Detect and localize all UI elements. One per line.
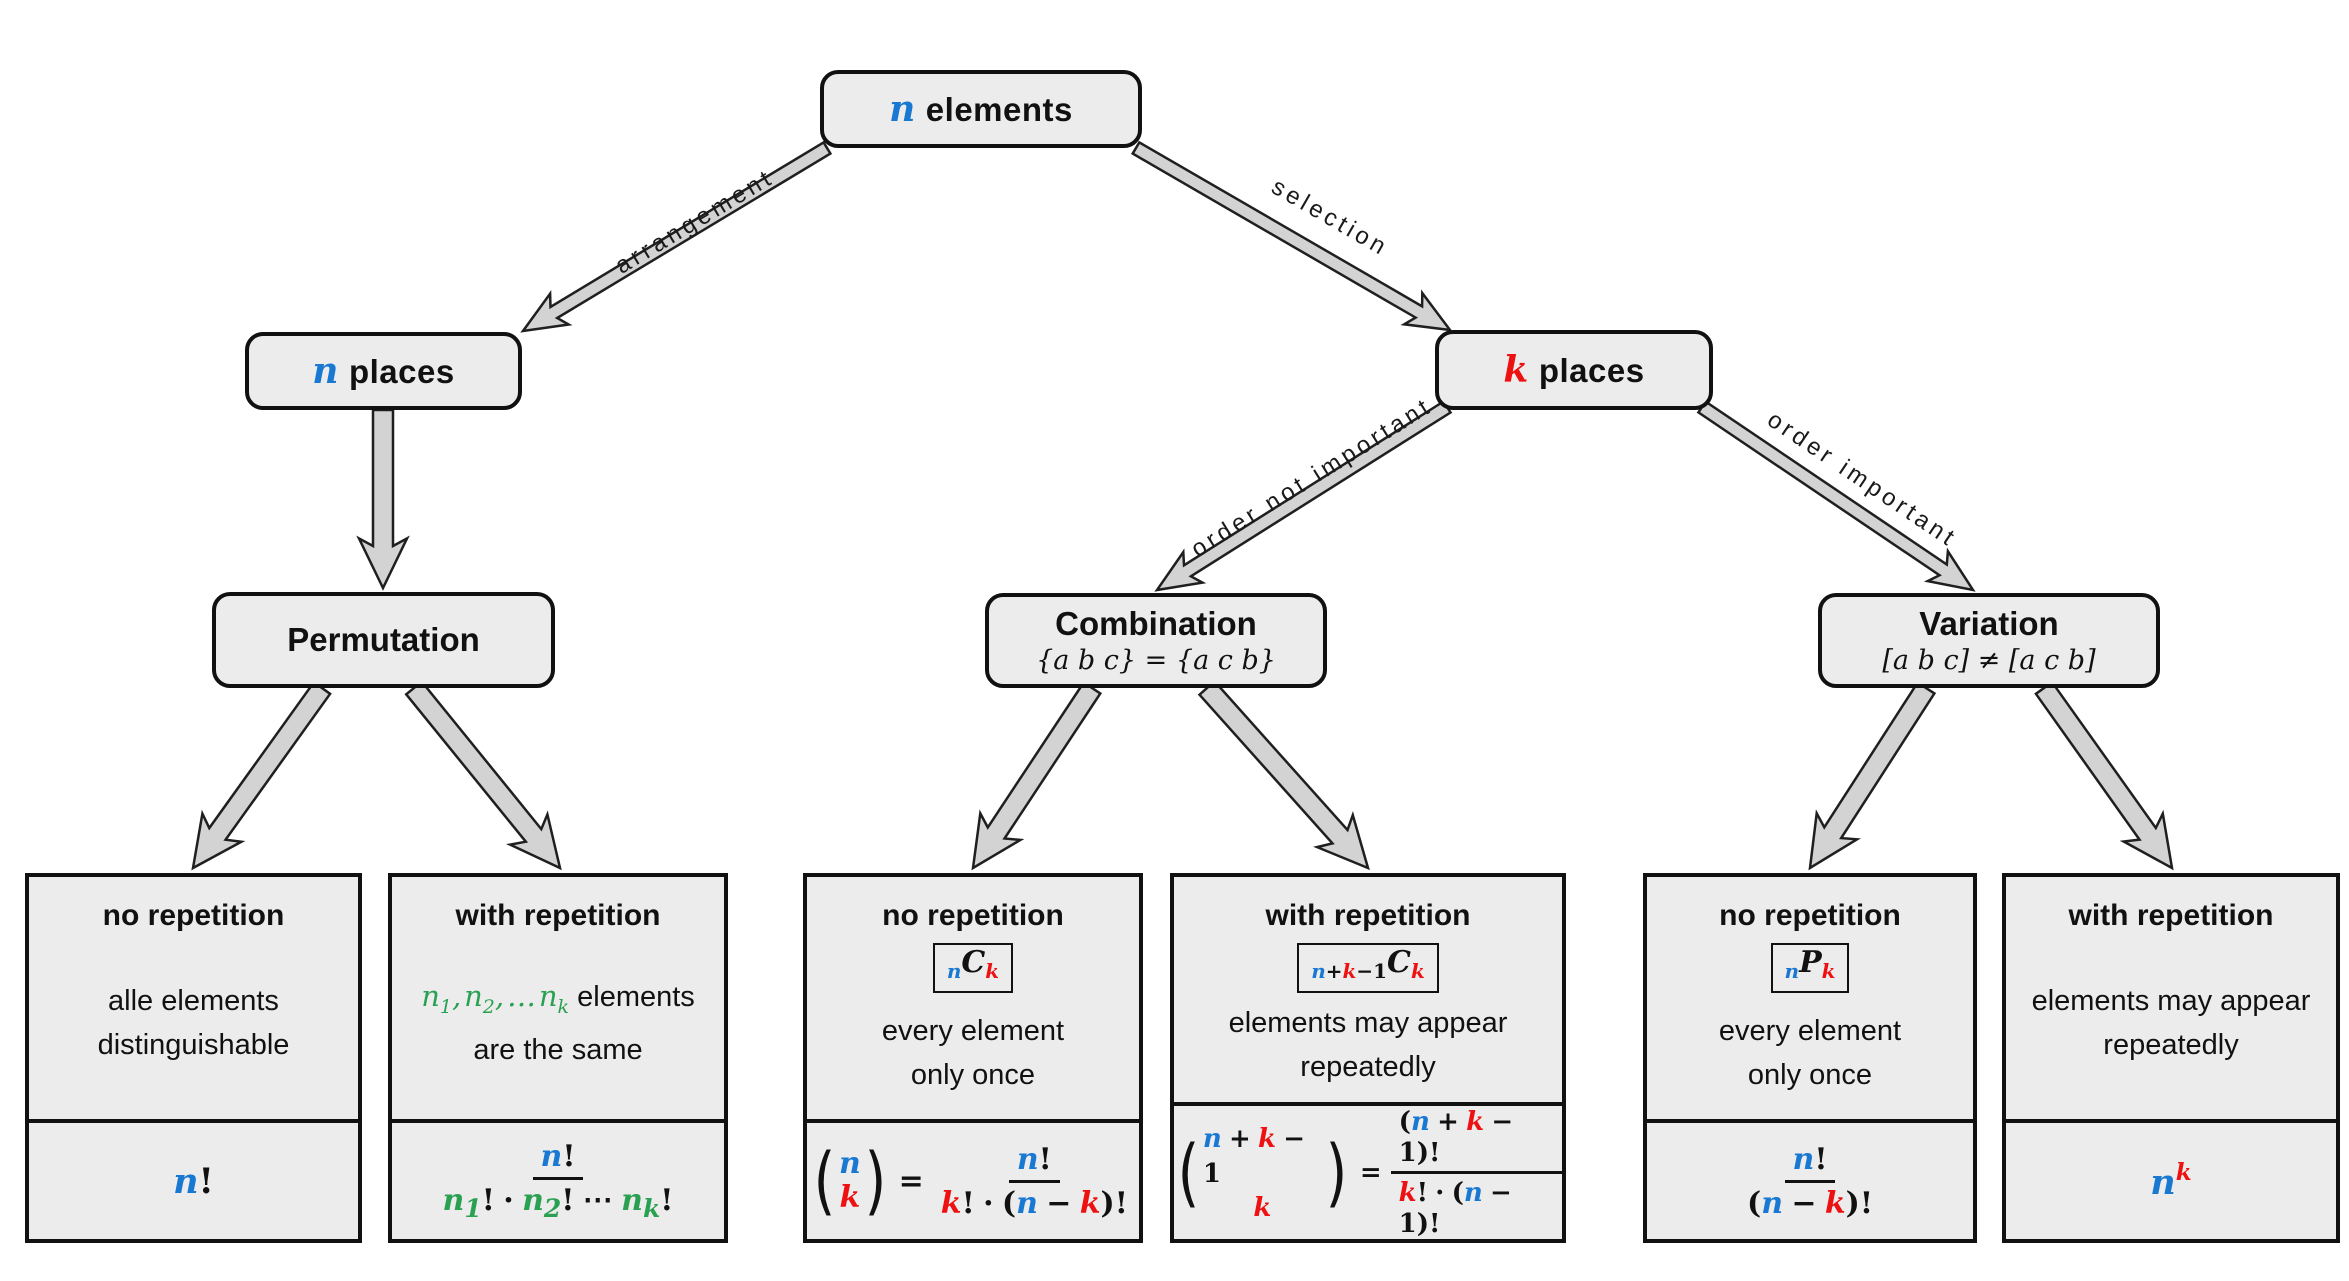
arrow-combination-to-no-repetition: [971, 680, 1103, 871]
leaf-title: no repetition: [102, 899, 285, 932]
arrow-places-to-permutation: [356, 408, 410, 591]
leaf-description: every element only once: [1718, 1015, 1902, 1091]
leaf-title: no repetition: [1719, 899, 1901, 932]
badge-n-plus-k-minus-1-C-k: n+k−1Ck: [1297, 943, 1439, 993]
leaf-variation-with-repetition: with repetition elements may appear repe…: [2002, 873, 2340, 1243]
node-combination: Combination {a b c} = {a c b}: [985, 593, 1327, 688]
leaf-description: elements may appear repeatedly: [2031, 985, 2311, 1061]
arrow-order-not-important: [1154, 399, 1453, 592]
leaf-description: n1, n2, … nk elements are the same: [421, 978, 695, 1067]
leaf-combination-with-repetition: with repetition n+k−1Ck elements may app…: [1170, 873, 1566, 1243]
formula-multiset-permutation: n! n1! · n2! ⋯ nk!: [392, 1119, 724, 1239]
arrow-variation-to-no-repetition: [1808, 680, 1937, 871]
leaf-permutation-with-repetition: with repetition n1, n2, … nk elements ar…: [388, 873, 728, 1243]
arrow-order-important: [1696, 399, 1976, 592]
combination-title: Combination: [1055, 604, 1257, 642]
variation-title: Variation: [1919, 604, 2059, 642]
arrow-arrangement: [520, 140, 833, 333]
leaf-description: elements may appear repeatedly: [1228, 1006, 1508, 1083]
leaf-title: with repetition: [2068, 899, 2274, 932]
leaf-title: with repetition: [1265, 899, 1471, 932]
arrow-selection: [1130, 140, 1453, 332]
badge-nCk: nCk: [932, 943, 1014, 993]
permutation-title: Permutation: [287, 621, 480, 658]
formula-k-permutation: n! (n − k)!: [1647, 1119, 1973, 1239]
arrow-variation-to-with-repetition: [2034, 680, 2174, 871]
leaf-combination-no-repetition: no repetition nCk every element only onc…: [803, 873, 1143, 1243]
leaf-description: every element only once: [881, 1015, 1065, 1091]
node-variation: Variation [a b c] ≠ [a c b]: [1818, 593, 2160, 688]
arrow-permutation-to-no-repetition: [191, 680, 332, 871]
combination-example: {a b c} = {a c b}: [1036, 644, 1276, 676]
arrow-combination-to-with-repetition: [1197, 679, 1370, 871]
arrow-permutation-to-with-repetition: [404, 679, 562, 871]
badge-nPk: nPk: [1770, 943, 1850, 993]
leaf-permutation-no-repetition: no repetition alle elements distinguisha…: [25, 873, 362, 1243]
node-permutation: Permutation: [212, 592, 555, 688]
leaf-variation-no-repetition: no repetition nPk every element only onc…: [1643, 873, 1977, 1243]
leaf-title: with repetition: [455, 899, 661, 932]
leaf-description: alle elements distinguishable: [97, 985, 290, 1061]
formula-n-power-k: nk: [2006, 1119, 2336, 1239]
variation-example: [a b c] ≠ [a c b]: [1882, 644, 2096, 676]
formula-n-factorial: n!: [29, 1119, 358, 1239]
leaf-title: no repetition: [882, 899, 1064, 932]
